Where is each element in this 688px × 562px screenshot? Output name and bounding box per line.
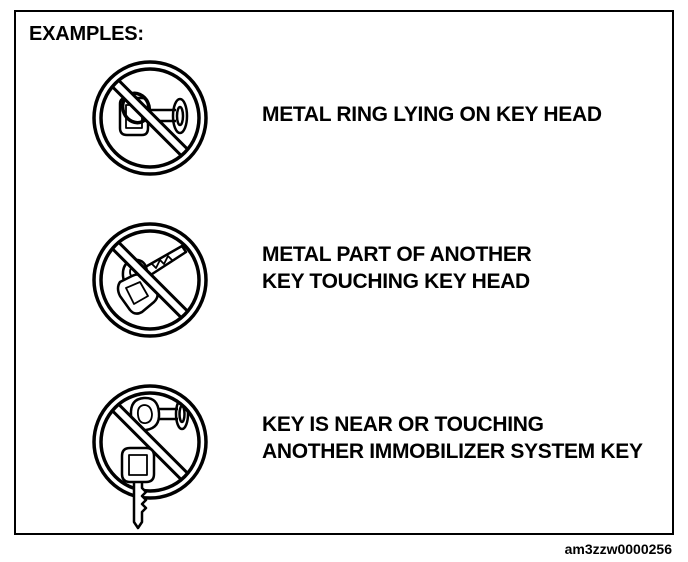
prohibition-ring — [92, 222, 208, 338]
key-head-inner — [125, 281, 149, 305]
prohibition-slash — [103, 395, 197, 489]
example-3-line-2: ANOTHER IMMOBILIZER SYSTEM KEY — [262, 440, 643, 463]
examples-frame — [14, 10, 674, 535]
prohibition-slash — [103, 233, 197, 327]
example-3-label: KEY IS NEAR OR TOUCHING ANOTHER IMMOBILI… — [262, 411, 643, 465]
example-2-line-1: METAL PART OF ANOTHER — [262, 243, 532, 266]
no-other-key-touching-icon — [92, 222, 208, 338]
figure-id-caption: am3zzw0000256 — [564, 541, 672, 557]
example-1-label: METAL RING LYING ON KEY HEAD — [262, 101, 602, 128]
no-immobilizer-key-nearby-icon — [92, 384, 208, 530]
example-3-line-1: KEY IS NEAR OR TOUCHING — [262, 413, 544, 436]
prohibition-ring — [92, 384, 208, 500]
example-1-line-1: METAL RING LYING ON KEY HEAD — [262, 103, 602, 126]
immobilizer-key-head — [120, 446, 156, 484]
upper-key-shaft — [158, 407, 178, 421]
prohibition-ring — [92, 60, 208, 176]
immobilizer-key-head-inner — [128, 454, 148, 476]
example-2-line-2: KEY TOUCHING KEY HEAD — [262, 270, 530, 293]
example-2-label: METAL PART OF ANOTHER KEY TOUCHING KEY H… — [262, 241, 532, 295]
key-cylinder — [171, 97, 189, 135]
prohibition-slash — [103, 71, 197, 165]
immobilizer-key-blade — [132, 478, 148, 530]
immobilizer-key — [120, 446, 156, 530]
upper-key-head-inner — [136, 404, 153, 424]
examples-title: EXAMPLES: — [29, 23, 144, 45]
no-metal-ring-on-key-icon — [92, 60, 208, 176]
